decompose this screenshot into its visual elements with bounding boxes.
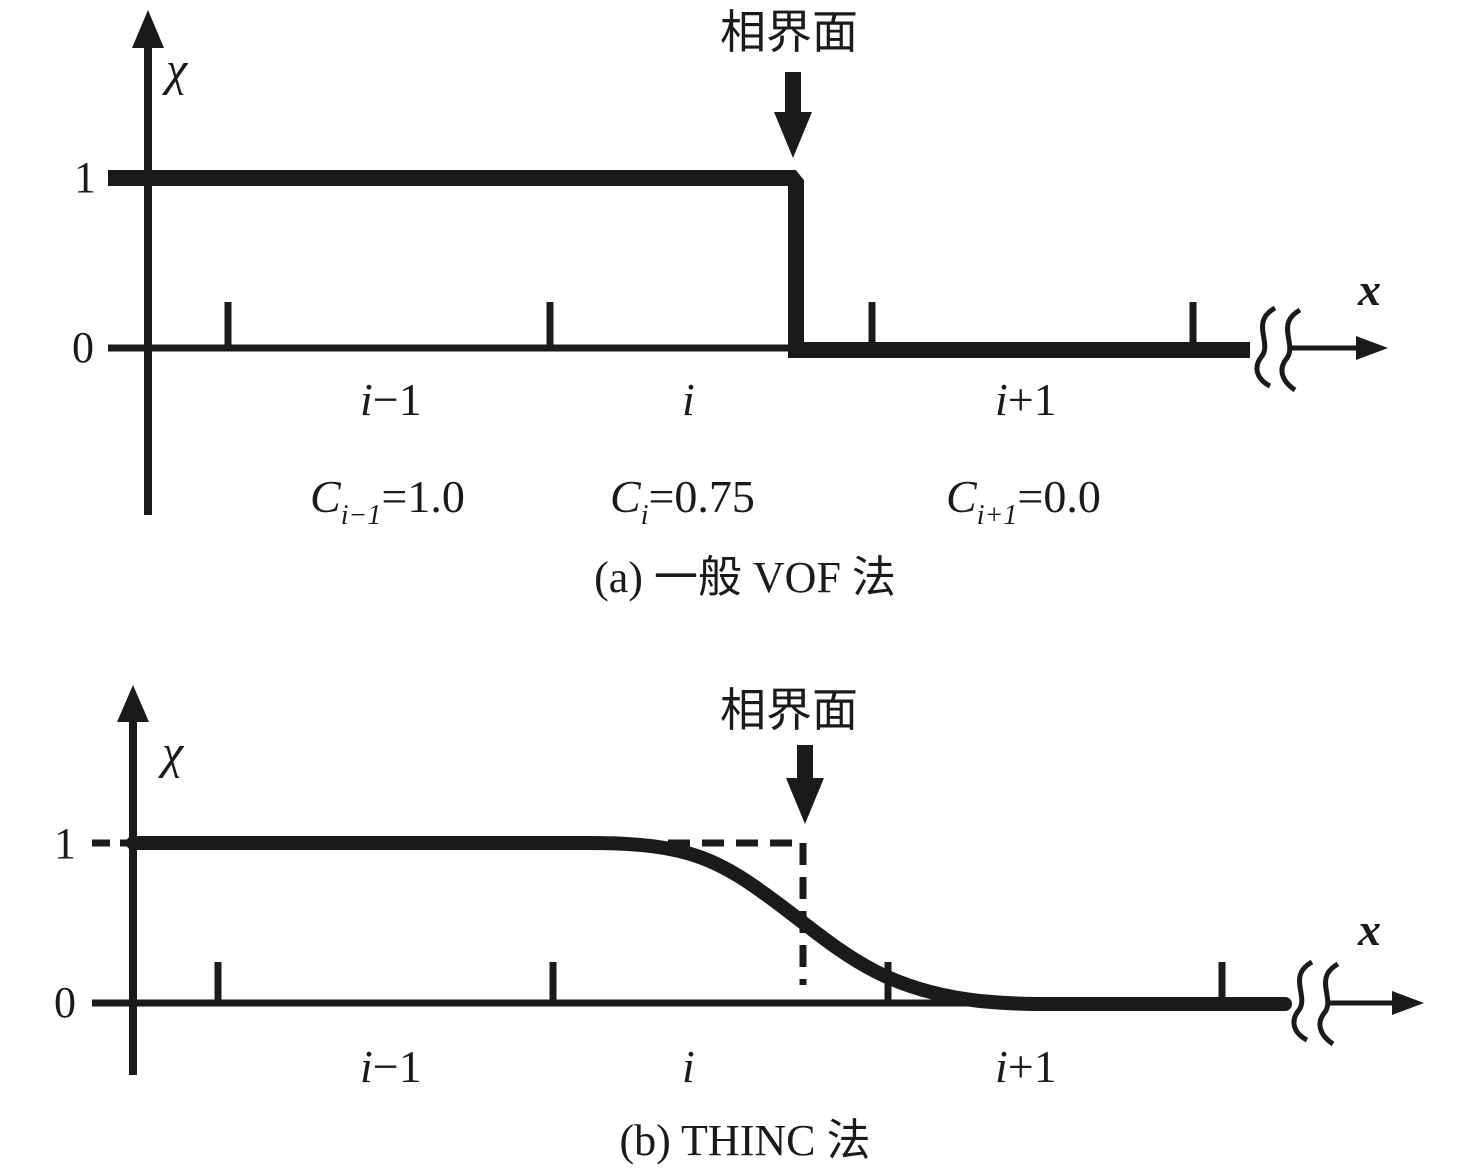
panel-b-cell-label-mid: i xyxy=(682,1041,695,1092)
panel-b-interface-arrow-shaft xyxy=(797,745,813,779)
panel-b-interface-label: 相界面 xyxy=(720,685,858,736)
panel-a-caption: (a) 一般 VOF 法 xyxy=(594,553,896,602)
panel-a-tick-1: 1 xyxy=(74,153,96,202)
panel-a-y-arrow xyxy=(132,10,164,48)
panel-a-x-arrow xyxy=(1356,336,1388,360)
panel-a-axis-break xyxy=(1254,305,1302,393)
panel-a-interface-arrow-shaft xyxy=(785,72,801,114)
panel-a-interface-label: 相界面 xyxy=(720,7,858,58)
panel-b-x-arrow xyxy=(1392,991,1424,1015)
panel-a-cell-label-mid: i xyxy=(682,374,695,425)
panel-b: χ 1 0 x 相界面 i−1 i i+1 (b) THINC 法 xyxy=(54,685,1424,1165)
panel-b-tick-0: 0 xyxy=(54,978,76,1027)
panel-b-cell-label-right: i+1 xyxy=(995,1041,1057,1092)
panel-a-cell-label-left: i−1 xyxy=(360,374,422,425)
panel-a-fraction-right: Ci+1=0.0 xyxy=(946,471,1101,531)
panel-a-x-label: x xyxy=(1357,264,1381,315)
panel-a-fraction-mid: Ci=0.75 xyxy=(610,471,755,531)
panel-b-axis-break xyxy=(1291,959,1340,1047)
panel-a-cell-label-right: i+1 xyxy=(995,374,1057,425)
panel-a-fraction-left: Ci−1=1.0 xyxy=(310,471,465,531)
panel-a-tick-0: 0 xyxy=(72,323,94,372)
panel-b-interface-arrow-head xyxy=(786,778,824,824)
panel-b-cell-label-left: i−1 xyxy=(360,1041,422,1092)
panel-b-caption: (b) THINC 法 xyxy=(620,1116,871,1165)
panel-b-tick-1: 1 xyxy=(54,819,76,868)
panel-a-interface-arrow-head xyxy=(774,112,812,158)
panel-b-x-label: x xyxy=(1357,904,1381,955)
panel-a: χ 1 0 x 相界面 i−1 i i+1 Ci−1=1.0 Ci=0.75 C… xyxy=(72,7,1388,602)
panel-b-y-label: χ xyxy=(158,726,185,779)
panel-b-y-arrow xyxy=(117,685,149,722)
panel-a-step-profile xyxy=(108,170,1250,358)
panel-b-thinc-profile xyxy=(126,836,1292,1011)
panel-a-y-label: χ xyxy=(162,43,189,96)
